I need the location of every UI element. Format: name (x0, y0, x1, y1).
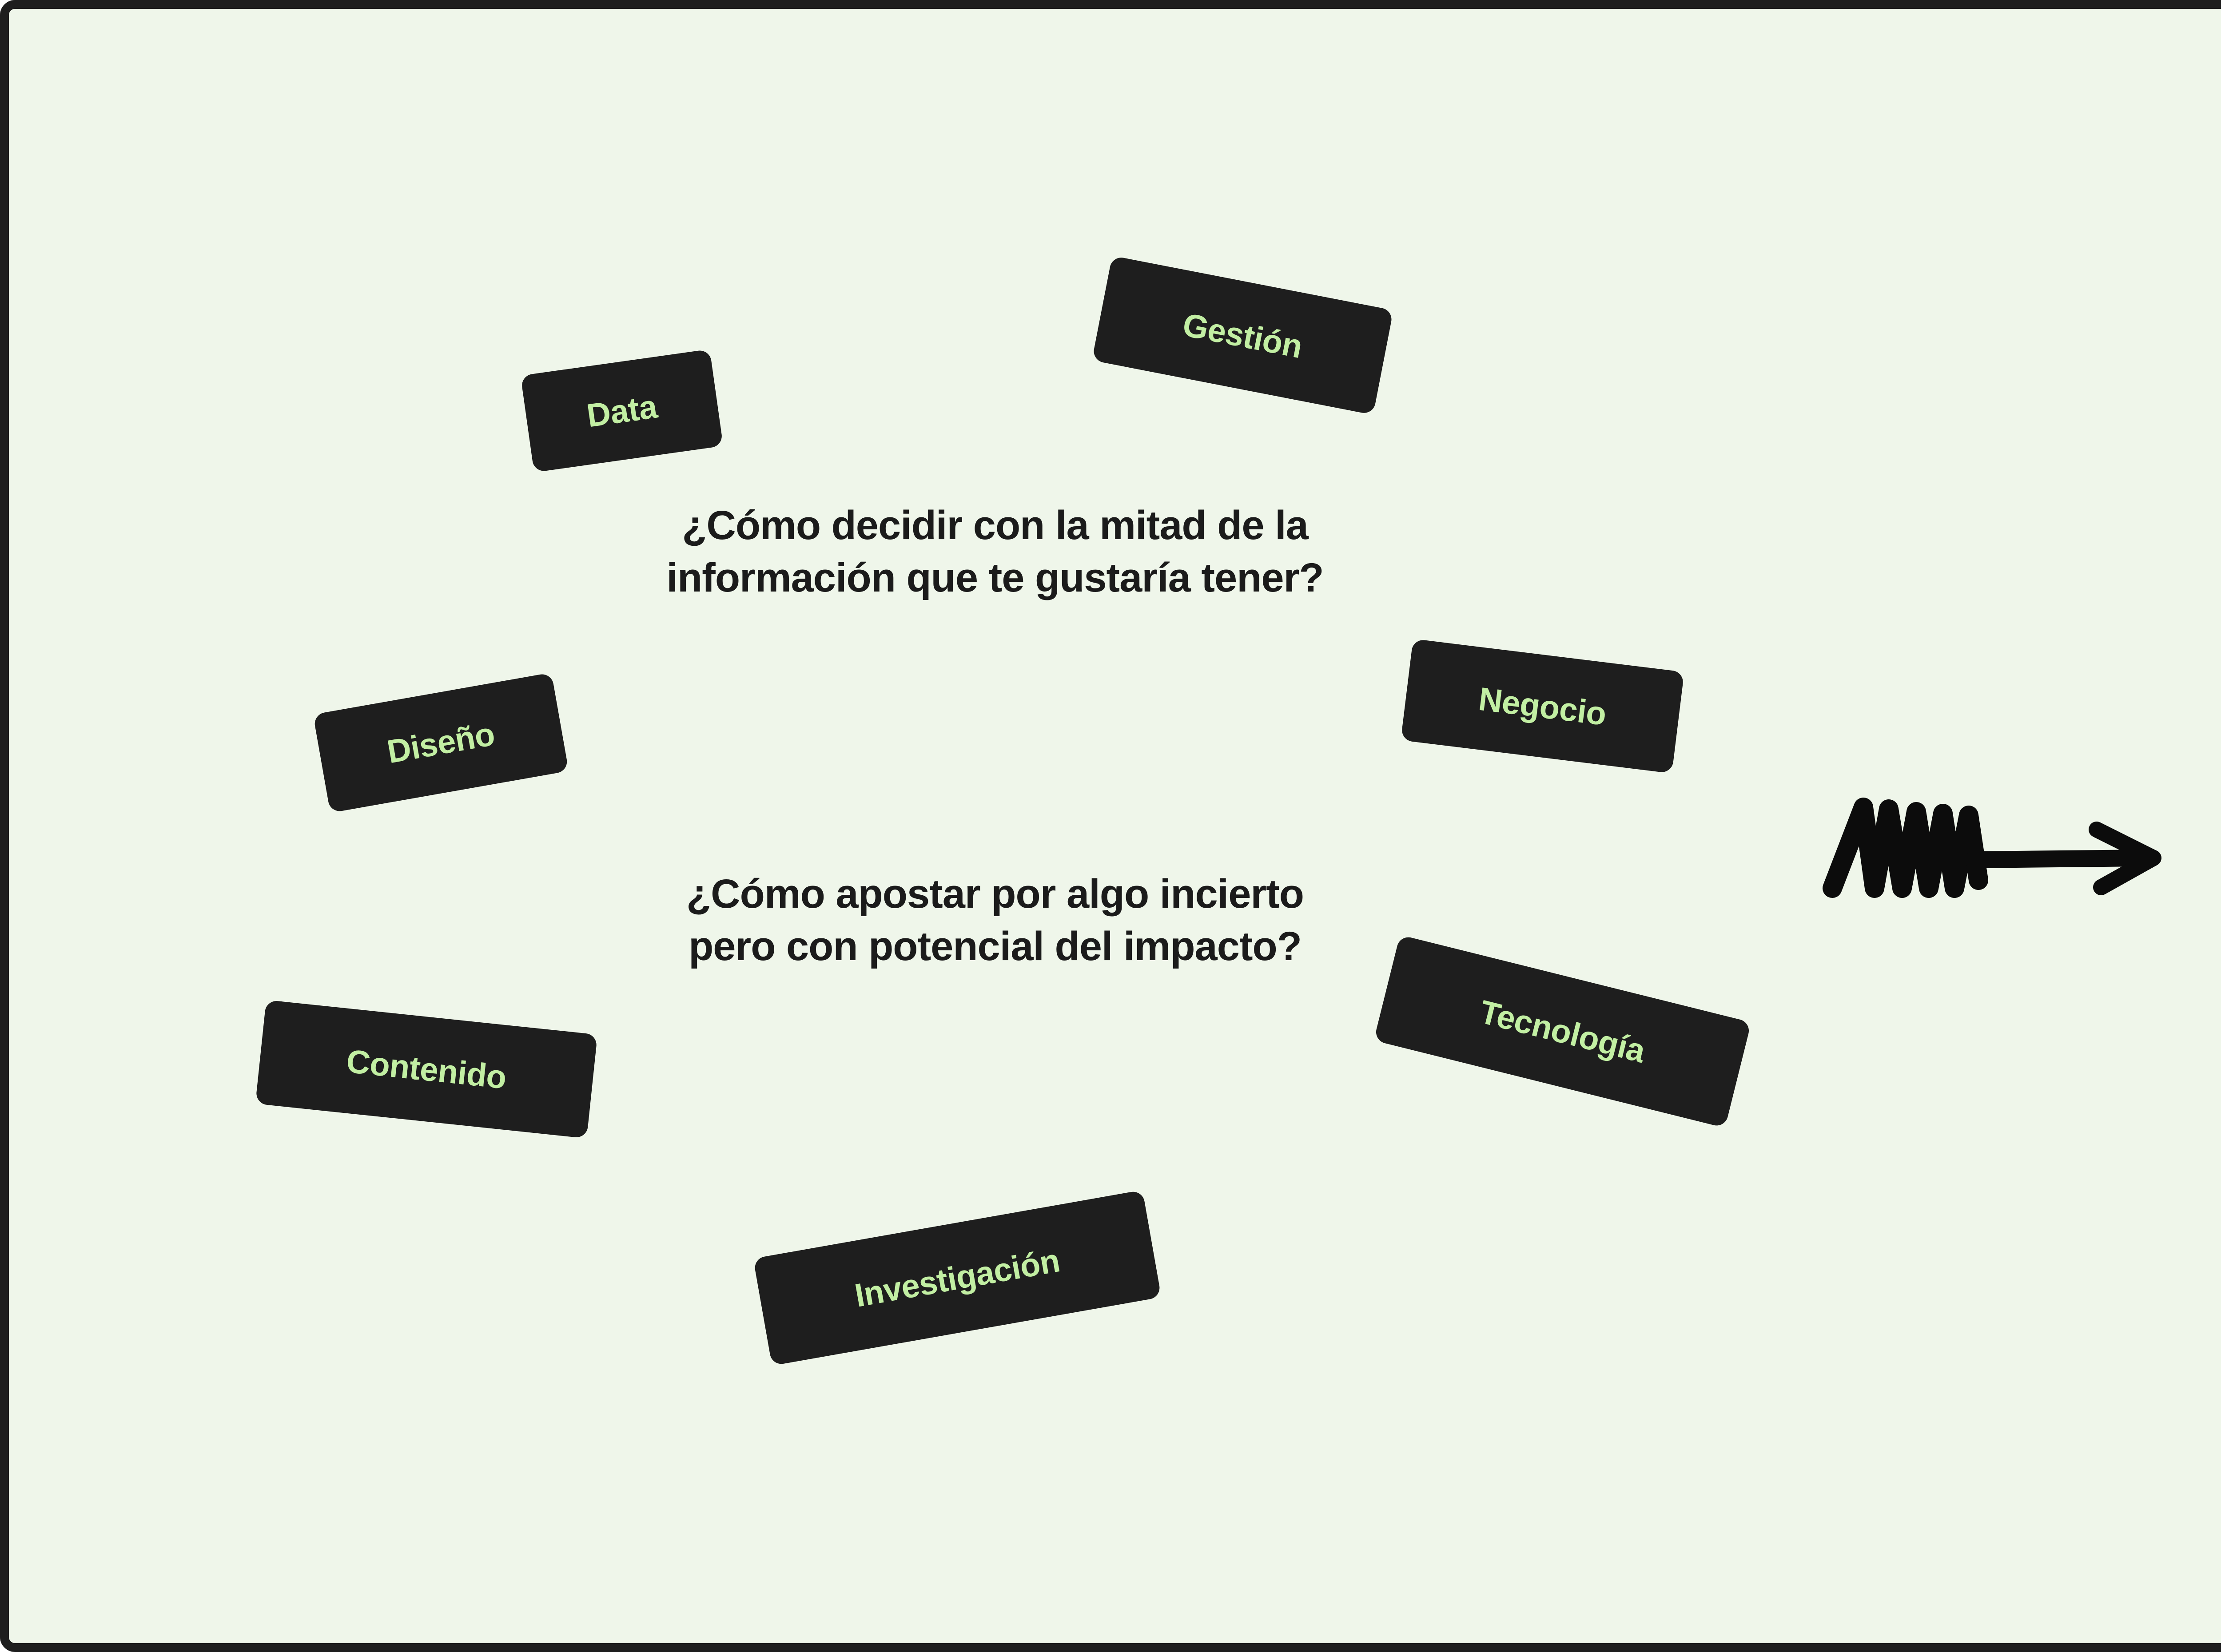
scribble-arrow-icon (1823, 798, 2161, 898)
question-1: ¿Cómo decidir con la mitad de la informa… (666, 503, 1324, 600)
keyword-tag-tecnolog-a[interactable]: Tecnología (1373, 935, 1751, 1128)
keyword-tag-label: Data (584, 387, 660, 434)
keyword-tag-label: Negocio (1477, 680, 1608, 732)
keyword-tag-label: Investigación (852, 1242, 1063, 1314)
question-2: ¿Cómo apostar por algo incierto pero con… (686, 871, 1304, 969)
scribble-arrow (1808, 777, 2190, 928)
keyword-tag-contenido[interactable]: Contenido (255, 1000, 598, 1139)
keyword-tag-label: Diseño (384, 715, 498, 770)
keyword-tag-label: Tecnología (1476, 993, 1649, 1070)
outcome-stack: OutcomesDecisionesAlineamientoConfianzaC… (2208, 453, 2221, 1266)
keyword-tag-gesti-n[interactable]: Gestión (1092, 255, 1393, 415)
keyword-tag-negocio[interactable]: Negocio (1401, 639, 1684, 774)
keyword-tag-label: Gestión (1180, 306, 1306, 365)
keyword-tag-dise-o[interactable]: Diseño (313, 672, 569, 813)
keyword-tag-data[interactable]: Data (520, 349, 724, 473)
keyword-tag-label: Contenido (344, 1042, 509, 1096)
keyword-tag-investigaci-n[interactable]: Investigación (753, 1190, 1162, 1366)
